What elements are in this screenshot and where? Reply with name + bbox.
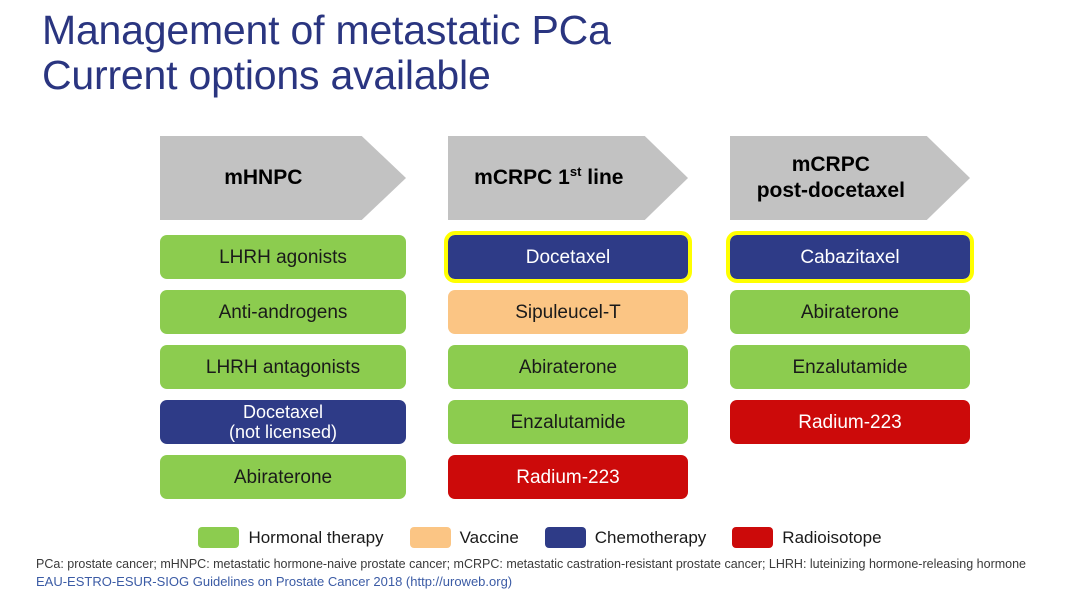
- treatment-box[interactable]: Abiraterone: [730, 290, 970, 334]
- legend-label: Radioisotope: [782, 527, 882, 547]
- legend: Hormonal therapy Vaccine Chemotherapy Radio…: [0, 527, 1080, 548]
- legend-swatch: [544, 527, 586, 548]
- treatment-box[interactable]: Abiraterone: [160, 455, 406, 499]
- treatment-box[interactable]: Docetaxel (not licensed): [160, 400, 406, 444]
- legend-swatch: [198, 527, 240, 548]
- legend-item: Chemotherapy: [544, 527, 707, 548]
- legend-label: Vaccine: [459, 527, 519, 547]
- column-header-chevron-1: mCRPC 1st line: [448, 136, 688, 220]
- treatment-box[interactable]: Radium-223: [730, 400, 970, 444]
- column-header-label: mHNPC: [224, 166, 303, 189]
- treatment-box[interactable]: Abiraterone: [448, 345, 688, 389]
- slide-title: Management of metastatic PCa Current opt…: [42, 7, 611, 98]
- column-header-label: mCRPC 1st line: [474, 164, 624, 189]
- legend-swatch: [732, 527, 774, 548]
- treatment-box[interactable]: Docetaxel: [444, 231, 692, 283]
- column-header-chevron-0: mHNPC: [160, 136, 406, 220]
- footnote-source: EAU-ESTRO-ESUR-SIOG Guidelines on Prosta…: [36, 574, 513, 589]
- treatment-box[interactable]: Radium-223: [448, 455, 688, 499]
- legend-item: Hormonal therapy: [198, 527, 384, 548]
- column-header-chevron-2: mCRPC post-docetaxel: [730, 136, 970, 220]
- legend-item: Radioisotope: [732, 527, 882, 548]
- treatment-box[interactable]: Cabazitaxel: [726, 231, 974, 283]
- footnotes: PCa: prostate cancer; mHNPC: metastatic …: [36, 556, 1066, 591]
- treatment-box[interactable]: Anti-androgens: [160, 290, 406, 334]
- treatment-box[interactable]: LHRH agonists: [160, 235, 406, 279]
- treatment-box[interactable]: Enzalutamide: [448, 400, 688, 444]
- treatment-box[interactable]: Enzalutamide: [730, 345, 970, 389]
- treatment-box[interactable]: LHRH antagonists: [160, 345, 406, 389]
- column-header-label: mCRPC post-docetaxel: [756, 153, 905, 202]
- legend-swatch: [409, 527, 451, 548]
- legend-label: Chemotherapy: [594, 527, 707, 547]
- treatment-box[interactable]: Sipuleucel-T: [448, 290, 688, 334]
- legend-item: Vaccine: [409, 527, 519, 548]
- footnote-abbreviations: PCa: prostate cancer; mHNPC: metastatic …: [36, 557, 1026, 571]
- legend-label: Hormonal therapy: [248, 527, 384, 547]
